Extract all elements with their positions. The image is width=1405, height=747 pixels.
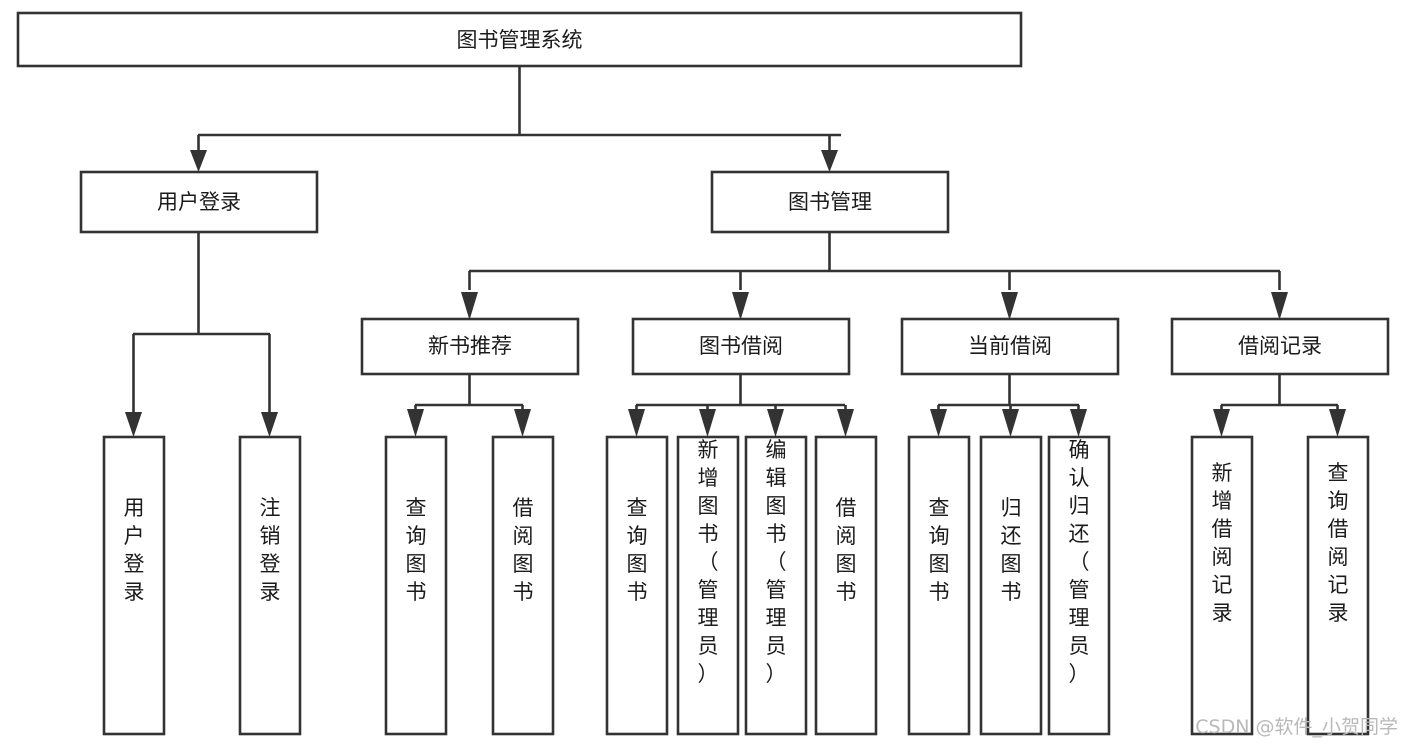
arrowhead-borrowrecord-leaf-1 [1213, 409, 1230, 437]
arrowhead-to-userlogin [190, 150, 207, 172]
leaf-book-borrow-1[interactable]: 查询图书 [605, 435, 669, 736]
leaf-user-login-1[interactable]: 用户登录 [102, 435, 166, 736]
connector-group-newbook [407, 374, 531, 437]
leaf-current-borrow-1-box[interactable] [907, 435, 971, 736]
node-root[interactable]: 图书管理系统 [16, 11, 1023, 68]
arrowhead-to-bookmgmt [821, 150, 838, 172]
leaf-current-borrow-3-label: 确认归还（管理员） [1069, 438, 1090, 686]
node-new-book-recommend-label: 新书推荐 [428, 334, 512, 358]
arrowhead-currentborrow-leaf-2 [1002, 409, 1019, 437]
node-book-borrow-box[interactable] [631, 317, 851, 376]
arrowhead-newbook-leaf-1 [407, 409, 424, 437]
leaf-book-borrow-4[interactable]: 借阅图书 [814, 435, 878, 736]
leaf-user-login-2-label: 注销登录 [260, 496, 281, 604]
leaf-new-book-2[interactable]: 借阅图书 [491, 435, 555, 736]
arrowhead-borrowrecord-leaf-2 [1329, 409, 1346, 437]
node-root-box[interactable] [16, 11, 1023, 68]
leaf-new-book-1-box[interactable] [384, 435, 448, 736]
node-user-login-label: 用户登录 [157, 190, 241, 214]
leaf-borrow-record-1[interactable]: 新增借阅记录 [1190, 435, 1254, 736]
node-borrow-record[interactable]: 借阅记录 [1170, 317, 1390, 376]
arrowhead-to-newbook [461, 292, 478, 320]
connector-group-userlogin [125, 232, 278, 437]
node-book-management-box[interactable] [710, 170, 950, 234]
leaf-current-borrow-2-box[interactable] [979, 435, 1043, 736]
leaf-user-login-1-label: 用户登录 [124, 496, 145, 604]
leaf-current-borrow-1-label: 查询图书 [929, 496, 950, 604]
arrowhead-userlogin-leaf-2 [261, 412, 278, 437]
leaf-current-borrow-3[interactable]: 确认归还（管理员） [1047, 435, 1111, 736]
arrowhead-currentborrow-leaf-1 [930, 409, 947, 437]
leaf-borrow-record-1-label: 新增借阅记录 [1212, 461, 1233, 625]
connector-group-borrowrecord [1213, 374, 1346, 437]
node-book-management[interactable]: 图书管理 [710, 170, 950, 234]
leaf-borrow-record-2[interactable]: 查询借阅记录 [1306, 435, 1370, 736]
node-root-label: 图书管理系统 [457, 28, 583, 52]
node-new-book-recommend[interactable]: 新书推荐 [360, 317, 580, 376]
csdn-watermark: CSDN @软件_小贺同学 [1195, 716, 1398, 738]
node-new-book-recommend-box[interactable] [360, 317, 580, 376]
connector-group-bookmgmt [461, 232, 1288, 320]
leaf-current-borrow-2-label: 归还图书 [1001, 496, 1022, 604]
leaf-new-book-1[interactable]: 查询图书 [384, 435, 448, 736]
arrowhead-bookborrow-leaf-3 [767, 409, 784, 437]
leaf-book-borrow-2[interactable]: 新增图书（管理员） [676, 435, 740, 736]
leaf-current-borrow-1[interactable]: 查询图书 [907, 435, 971, 736]
leaf-book-borrow-4-label: 借阅图书 [836, 496, 857, 604]
connector-group-root [190, 66, 841, 172]
arrowhead-userlogin-leaf-1 [125, 412, 142, 437]
node-user-login-box[interactable] [79, 170, 319, 234]
arrowhead-to-borrowrecord [1271, 292, 1288, 320]
node-user-login[interactable]: 用户登录 [79, 170, 319, 234]
node-current-borrow-box[interactable] [900, 317, 1120, 376]
node-book-borrow-label: 图书借阅 [699, 334, 783, 358]
connector-group-bookborrow [628, 374, 854, 437]
leaf-current-borrow-2[interactable]: 归还图书 [979, 435, 1043, 736]
leaf-borrow-record-2-box[interactable] [1306, 435, 1370, 736]
arrowhead-bookborrow-leaf-4 [837, 409, 854, 437]
arrowhead-currentborrow-leaf-3 [1070, 409, 1087, 437]
leaf-borrow-record-2-label: 查询借阅记录 [1328, 461, 1349, 625]
leaf-book-borrow-4-box[interactable] [814, 435, 878, 736]
leaf-user-login-1-box[interactable] [102, 435, 166, 736]
arrowhead-to-currentborrow [1001, 292, 1018, 320]
leaf-book-borrow-2-box[interactable] [676, 435, 740, 736]
leaf-book-borrow-3-label: 编辑图书（管理员） [766, 438, 787, 686]
leaf-book-borrow-3-box[interactable] [744, 435, 808, 736]
leaf-book-borrow-2-label: 新增图书（管理员） [698, 438, 719, 686]
leaf-book-borrow-1-label: 查询图书 [627, 496, 648, 604]
leaf-borrow-record-1-box[interactable] [1190, 435, 1254, 736]
node-borrow-record-box[interactable] [1170, 317, 1390, 376]
leaf-user-login-2[interactable]: 注销登录 [238, 435, 302, 736]
node-book-management-label: 图书管理 [788, 190, 872, 214]
node-current-borrow-label: 当前借阅 [968, 334, 1052, 358]
connector-group-currentborrow [930, 374, 1087, 437]
leaf-book-borrow-1-box[interactable] [605, 435, 669, 736]
leaf-book-borrow-3[interactable]: 编辑图书（管理员） [744, 435, 808, 736]
leaf-new-book-1-label: 查询图书 [406, 496, 427, 604]
node-book-borrow[interactable]: 图书借阅 [631, 317, 851, 376]
arrowhead-bookborrow-leaf-2 [699, 409, 716, 437]
leaf-new-book-2-label: 借阅图书 [513, 496, 534, 604]
node-borrow-record-label: 借阅记录 [1238, 334, 1322, 358]
arrowhead-to-bookborrow [732, 292, 749, 320]
arrowhead-newbook-leaf-2 [514, 409, 531, 437]
leaf-current-borrow-3-box[interactable] [1047, 435, 1111, 736]
leaf-new-book-2-box[interactable] [491, 435, 555, 736]
arrowhead-bookborrow-leaf-1 [628, 409, 645, 437]
leaf-user-login-2-box[interactable] [238, 435, 302, 736]
node-current-borrow[interactable]: 当前借阅 [900, 317, 1120, 376]
